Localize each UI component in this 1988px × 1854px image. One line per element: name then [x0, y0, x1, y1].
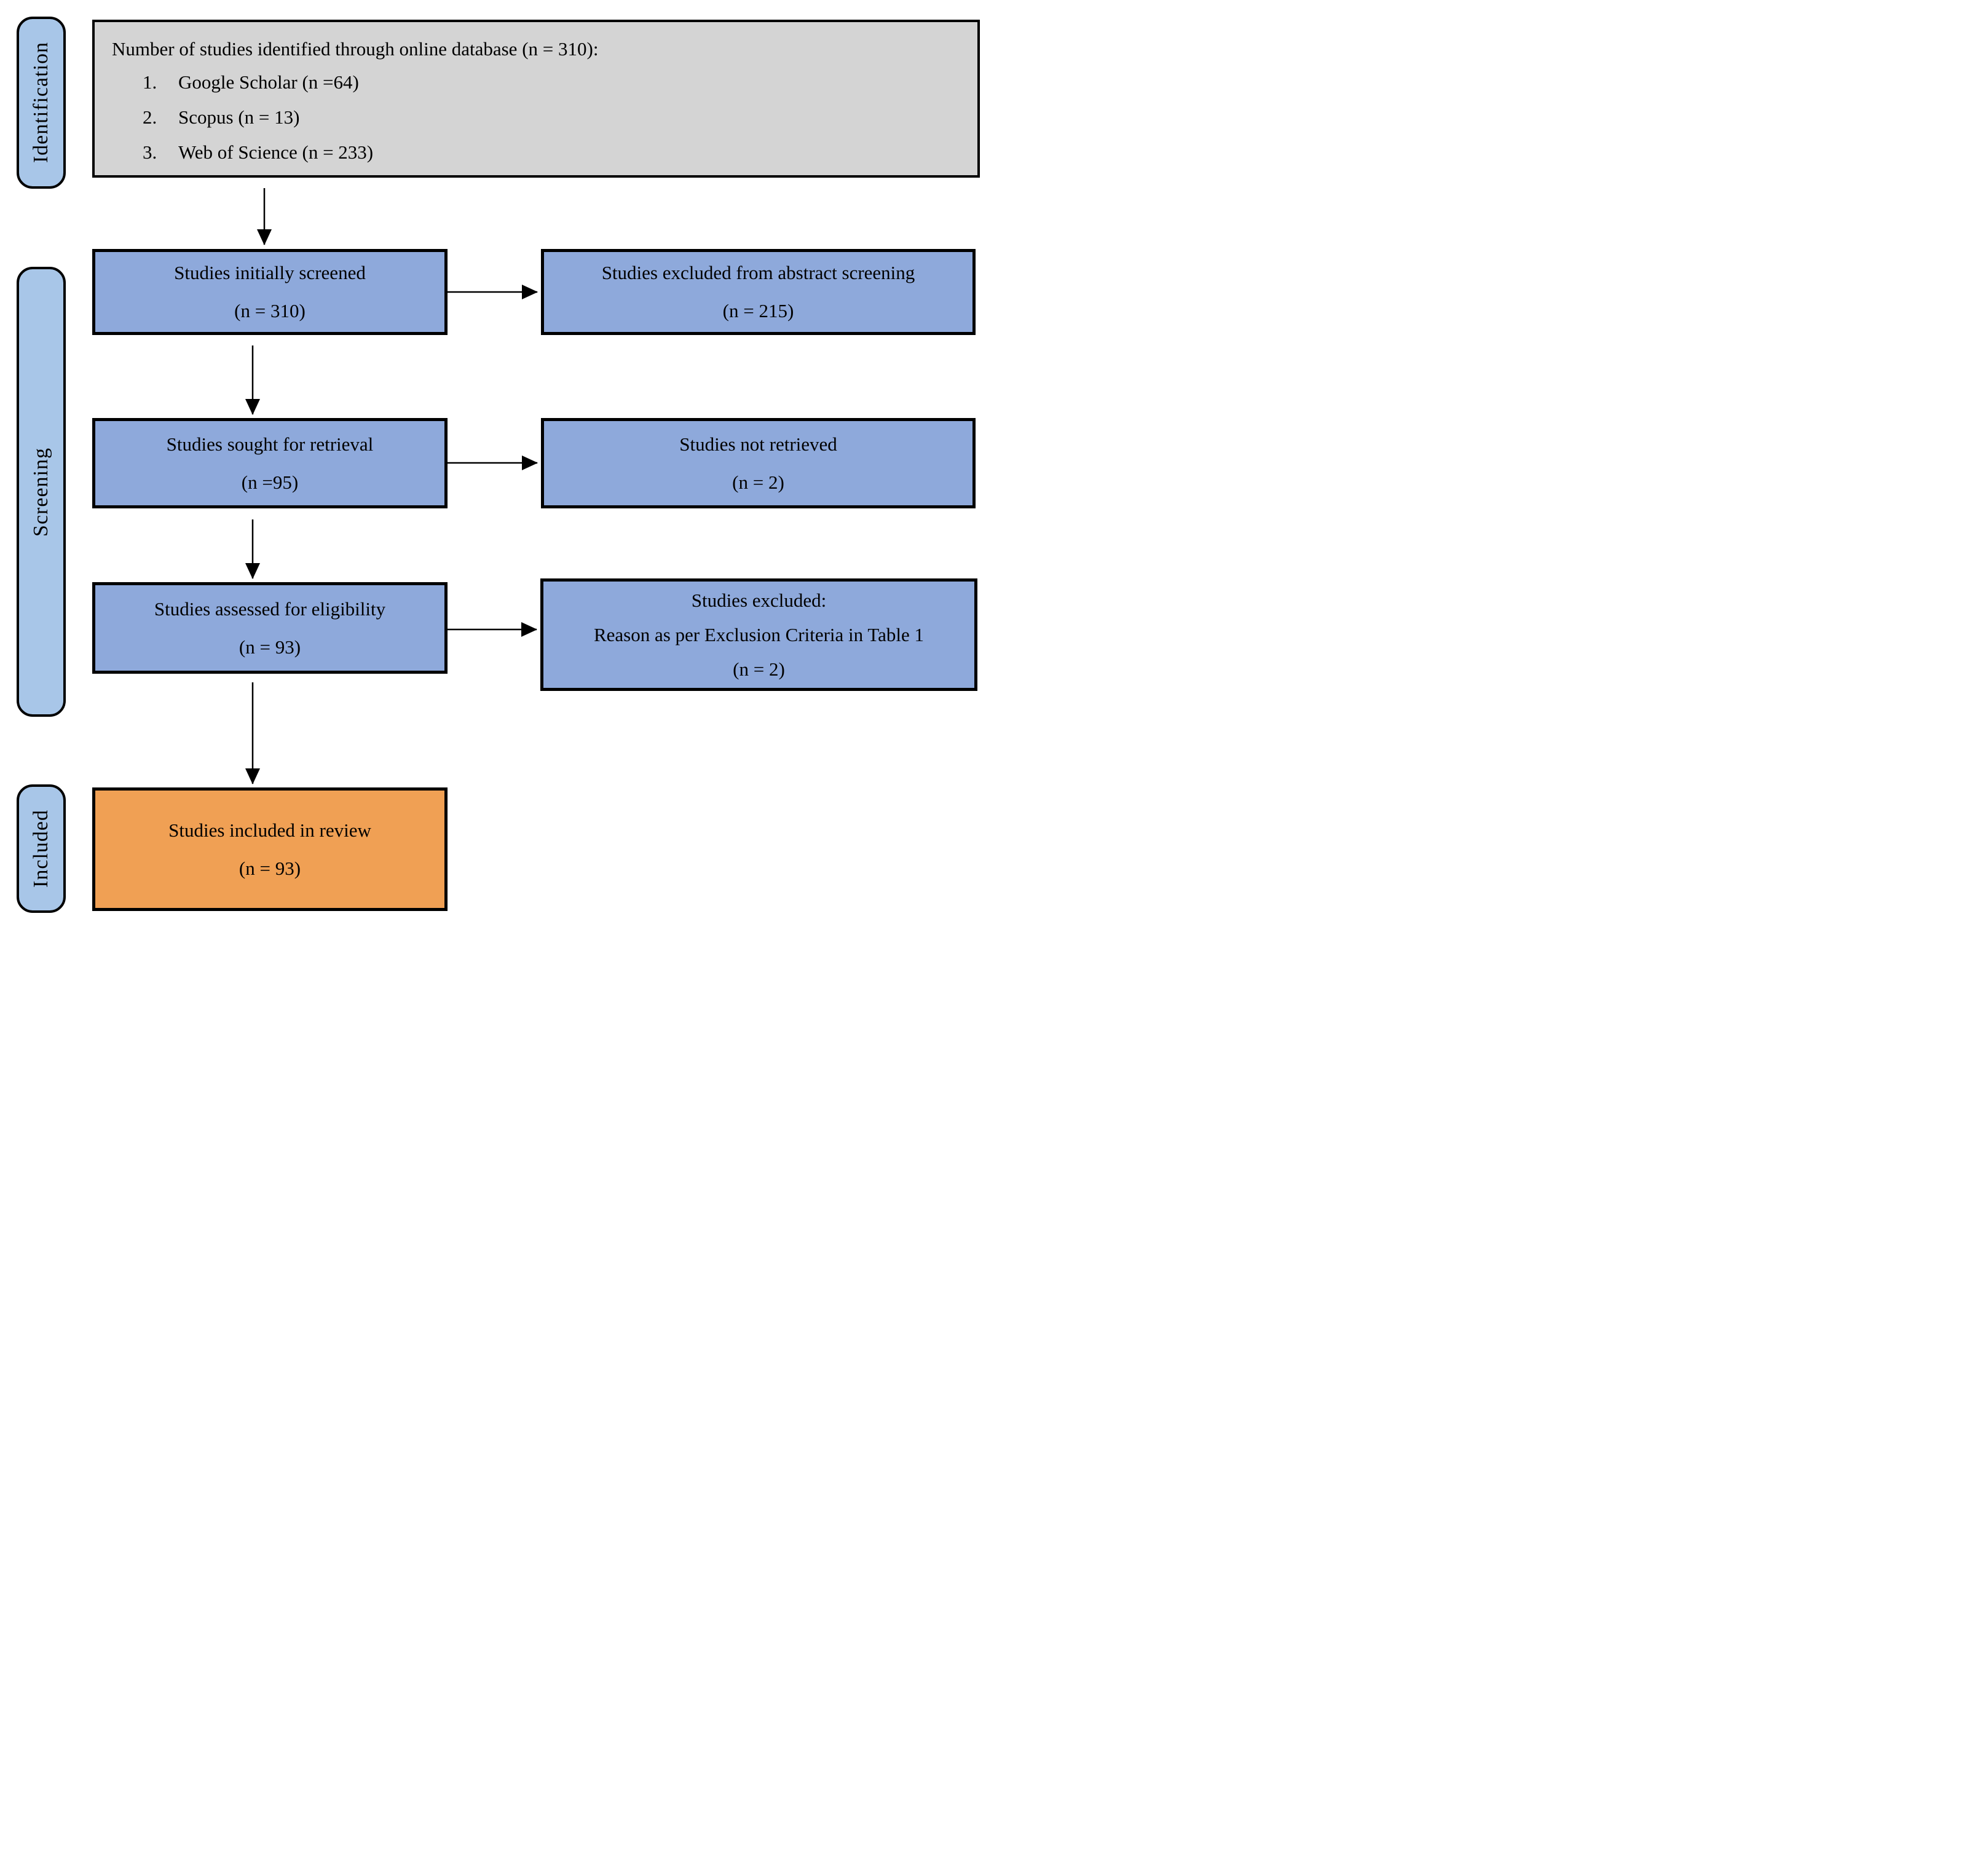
- box-studies-assessed-eligibility: Studies assessed for eligibility (n = 93…: [92, 582, 448, 674]
- list-item-text: Web of Science (n = 233): [178, 141, 374, 163]
- box-count: (n =95): [241, 471, 299, 493]
- list-item: 2. Scopus (n = 13): [143, 106, 977, 128]
- box-count: (n = 93): [239, 857, 301, 879]
- list-item-text: Scopus (n = 13): [178, 106, 300, 128]
- identification-box: Number of studies identified through onl…: [92, 20, 980, 178]
- box-count: (n = 215): [722, 300, 794, 321]
- box-studies-included-review: Studies included in review (n = 93): [92, 787, 448, 911]
- stage-screening: Screening: [17, 267, 66, 717]
- box-count: (n = 310): [234, 300, 306, 321]
- box-line: Studies excluded from abstract screening: [601, 262, 915, 283]
- box-line: Studies not retrieved: [679, 433, 837, 455]
- stage-included-label: Included: [30, 810, 52, 888]
- box-line: Studies initially screened: [174, 262, 366, 283]
- stage-screening-label: Screening: [30, 447, 52, 537]
- box-line: Studies excluded:: [691, 589, 827, 611]
- list-item-number: 3.: [143, 141, 157, 163]
- list-item: 1. Google Scholar (n =64): [143, 71, 977, 93]
- box-count: (n = 2): [733, 658, 785, 680]
- database-list: 1. Google Scholar (n =64) 2. Scopus (n =…: [95, 60, 977, 164]
- box-studies-initially-screened: Studies initially screened (n = 310): [92, 249, 448, 335]
- box-count: (n = 2): [732, 471, 784, 493]
- stage-identification: Identification: [17, 17, 66, 189]
- box-line: Reason as per Exclusion Criteria in Tabl…: [593, 623, 925, 645]
- stage-included: Included: [17, 784, 66, 913]
- box-studies-excluded-abstract: Studies excluded from abstract screening…: [541, 249, 976, 335]
- identification-box-title: Number of studies identified through onl…: [112, 38, 599, 60]
- box-studies-sought-retrieval: Studies sought for retrieval (n =95): [92, 418, 448, 508]
- box-line: Studies sought for retrieval: [166, 433, 374, 455]
- list-item: 3. Web of Science (n = 233): [143, 141, 977, 164]
- box-studies-not-retrieved: Studies not retrieved (n = 2): [541, 418, 976, 508]
- box-count: (n = 93): [239, 636, 301, 658]
- list-item-number: 1.: [143, 71, 157, 93]
- prisma-flow-diagram: Identification Screening Included Number…: [0, 0, 994, 927]
- box-line: Studies included in review: [168, 819, 371, 841]
- list-item-text: Google Scholar (n =64): [178, 71, 359, 93]
- box-studies-excluded-criteria: Studies excluded: Reason as per Exclusio…: [540, 578, 977, 691]
- box-line: Studies assessed for eligibility: [154, 598, 386, 620]
- stage-identification-label: Identification: [30, 42, 52, 164]
- list-item-number: 2.: [143, 106, 157, 128]
